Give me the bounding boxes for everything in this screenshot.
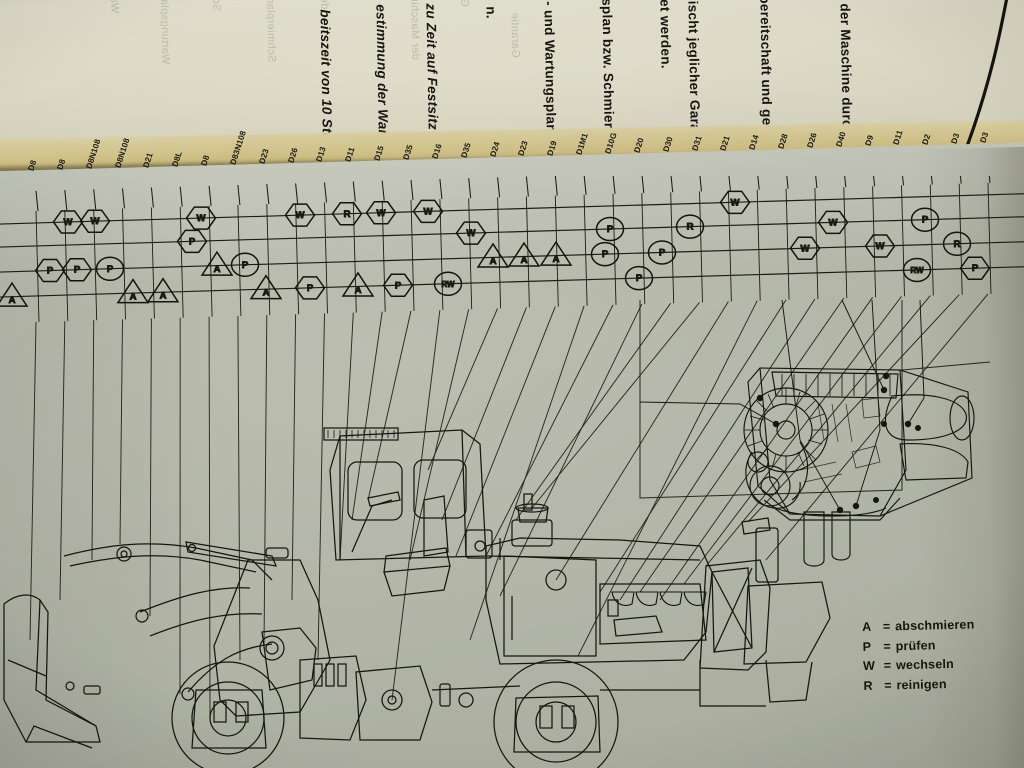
position-code: D35 bbox=[459, 141, 473, 160]
legend-equals: = bbox=[883, 658, 892, 673]
position-code: D83N108 bbox=[228, 129, 248, 166]
position-code: D14 bbox=[747, 133, 761, 151]
position-code: D31 bbox=[689, 135, 704, 153]
position-code: D20 bbox=[632, 136, 646, 155]
legend-label: reinigen bbox=[896, 676, 947, 693]
position-code: D24 bbox=[488, 140, 502, 159]
position-code: D8 bbox=[26, 159, 39, 172]
legend-row: R = reinigen bbox=[863, 676, 976, 698]
position-code: D8N108 bbox=[112, 137, 131, 170]
legend-row: W =wechseln bbox=[863, 657, 976, 679]
position-code: D1M1 bbox=[574, 131, 590, 156]
legend-key: A bbox=[862, 619, 872, 634]
position-code: D35 bbox=[401, 143, 415, 161]
legend-label: prüfen bbox=[895, 637, 936, 653]
position-code: D21 bbox=[718, 134, 733, 152]
legend-row: P =prüfen bbox=[862, 637, 975, 659]
position-code: D28 bbox=[776, 132, 790, 150]
position-code: D10G bbox=[603, 131, 619, 155]
position-code: D13 bbox=[314, 146, 329, 164]
position-code: D40 bbox=[834, 130, 848, 149]
position-code: D21 bbox=[141, 151, 156, 169]
legend-equals: = bbox=[884, 678, 892, 693]
position-code: D16 bbox=[430, 142, 444, 161]
legend-label: wechseln bbox=[895, 657, 955, 673]
legend-equals: = bbox=[883, 638, 892, 654]
position-code: D15 bbox=[372, 144, 386, 162]
legend-row: A =abschmieren bbox=[862, 617, 975, 639]
position-code: D3 bbox=[978, 130, 991, 144]
position-code: D23 bbox=[516, 140, 531, 158]
position-code: D26 bbox=[805, 131, 819, 149]
position-code: D30 bbox=[661, 135, 675, 154]
position-code: D3 bbox=[949, 131, 962, 145]
legend-key: R bbox=[863, 678, 873, 693]
position-code: D8 bbox=[55, 158, 68, 172]
position-code: D8 bbox=[199, 153, 212, 167]
position-code: D11 bbox=[343, 145, 357, 163]
legend-key: P bbox=[862, 639, 872, 654]
legend-key: W bbox=[862, 658, 876, 674]
position-code: D2 bbox=[920, 132, 933, 146]
position-code: D11 bbox=[891, 129, 906, 147]
position-code: D8L bbox=[170, 149, 185, 168]
legend-equals: = bbox=[882, 619, 891, 634]
position-code: D9 bbox=[863, 134, 875, 148]
position-code: D8N108 bbox=[84, 138, 103, 171]
position-code: D23 bbox=[257, 147, 271, 166]
position-code: D26 bbox=[286, 146, 300, 165]
legend-label: abschmieren bbox=[894, 617, 975, 634]
position-code: D19 bbox=[545, 139, 560, 157]
